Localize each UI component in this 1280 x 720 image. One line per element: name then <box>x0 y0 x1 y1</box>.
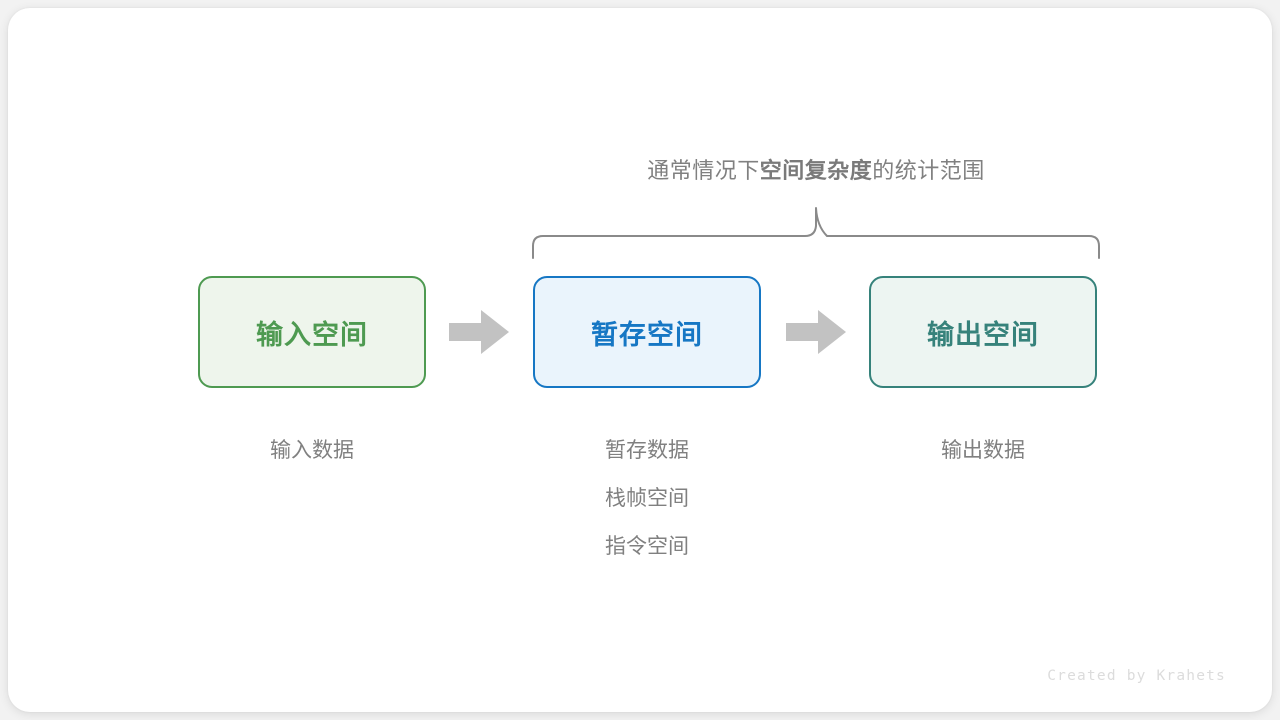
box-input-space-label: 输入空间 <box>256 319 368 350</box>
brace-caption-prefix: 通常情况下 <box>647 158 760 183</box>
caption-temp-data: 暂存数据 <box>605 439 689 462</box>
arrow-input-to-temp <box>449 310 509 354</box>
slide-card: 通常情况下空间复杂度的统计范围 输入空间 暂存空间 <box>8 8 1272 712</box>
caption-output-data: 输出数据 <box>941 439 1025 462</box>
brace-caption-emphasis: 空间复杂度 <box>759 158 873 183</box>
brace-caption-suffix: 的统计范围 <box>872 158 985 183</box>
arrow-temp-to-output <box>786 310 846 354</box>
box-input-space[interactable]: 输入空间 <box>198 276 426 388</box>
box-output-space[interactable]: 输出空间 <box>869 276 1097 388</box>
box-output-space-label: 输出空间 <box>927 319 1039 350</box>
arrow-right-icon <box>449 310 509 354</box>
arrow-right-icon <box>786 310 846 354</box>
box-temp-space-label: 暂存空间 <box>591 319 703 350</box>
box-temp-space[interactable]: 暂存空间 <box>533 276 761 388</box>
caption-group-output-space: 输出数据 <box>833 427 1133 475</box>
caption-group-input-space: 输入数据 <box>162 427 462 475</box>
scope-brace <box>528 204 1104 260</box>
caption-group-temp-space: 暂存数据 栈帧空间 指令空间 <box>497 427 797 571</box>
caption-instruction-space: 指令空间 <box>605 535 689 558</box>
caption-stack-frame-space: 栈帧空间 <box>605 487 689 510</box>
credit-text: Created by Krahets <box>1047 668 1226 684</box>
brace-caption: 通常情况下空间复杂度的统计范围 <box>533 153 1099 185</box>
caption-input-data: 输入数据 <box>270 439 354 462</box>
brace-icon <box>532 207 1100 259</box>
